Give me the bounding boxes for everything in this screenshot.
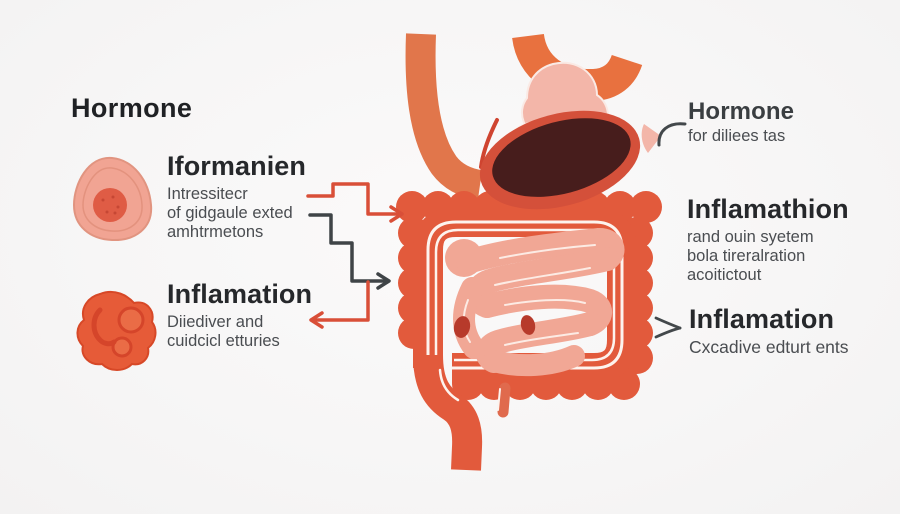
cell-icon [72, 156, 153, 242]
red-return-arrow [309, 280, 370, 329]
left-block-hormone-info: Iformanien Intressitecr of gidgaule exte… [167, 153, 306, 242]
appendix-icon [497, 382, 511, 418]
right-block-2-heading: Inflamathion [687, 194, 849, 224]
lesion-spot-icon [453, 316, 471, 338]
right-block-2-lines: rand ouin syetem bola tireralration acoi… [687, 228, 814, 284]
red-step-arrow [306, 182, 404, 223]
dark-step-arrow [308, 213, 391, 290]
left-block-1-heading: Iformanien [167, 151, 307, 181]
right-block-inflammation-1: Inflamathion rand ouin syetem bola tirer… [687, 196, 849, 285]
right-block-3-lines: Cxcadive edturt ents [689, 337, 849, 357]
stomach-icon [479, 110, 641, 210]
inflamed-cell-icon [76, 290, 157, 371]
right-block-inflammation-2: Inflamation Cxcadive edturt ents [689, 306, 849, 357]
small-intestine-icon [445, 228, 625, 377]
right-block-1-heading: Hormone [688, 98, 795, 125]
page-title: Hormone [71, 93, 193, 123]
bile-duct-icon [479, 118, 499, 169]
left-block-2-heading: Inflamation [167, 279, 313, 309]
chevron-icon [654, 316, 682, 339]
left-block-1-lines: Intressitecr of gidgaule exted amhtrmeto… [167, 185, 293, 241]
left-block-inflammation: Inflamation Diiediver and cuidcicl ettur… [167, 281, 312, 351]
curve-icon [657, 122, 687, 147]
left-block-2-lines: Diiediver and cuidcicl etturies [167, 313, 280, 350]
lesion-spot-icon [520, 315, 536, 335]
right-block-hormone: Hormone for diliees tas [688, 99, 794, 146]
rectum-icon [413, 354, 483, 471]
right-block-1-lines: for diliees tas [688, 127, 786, 145]
large-intestine-icon [396, 191, 662, 471]
right-block-3-heading: Inflamation [689, 304, 835, 334]
